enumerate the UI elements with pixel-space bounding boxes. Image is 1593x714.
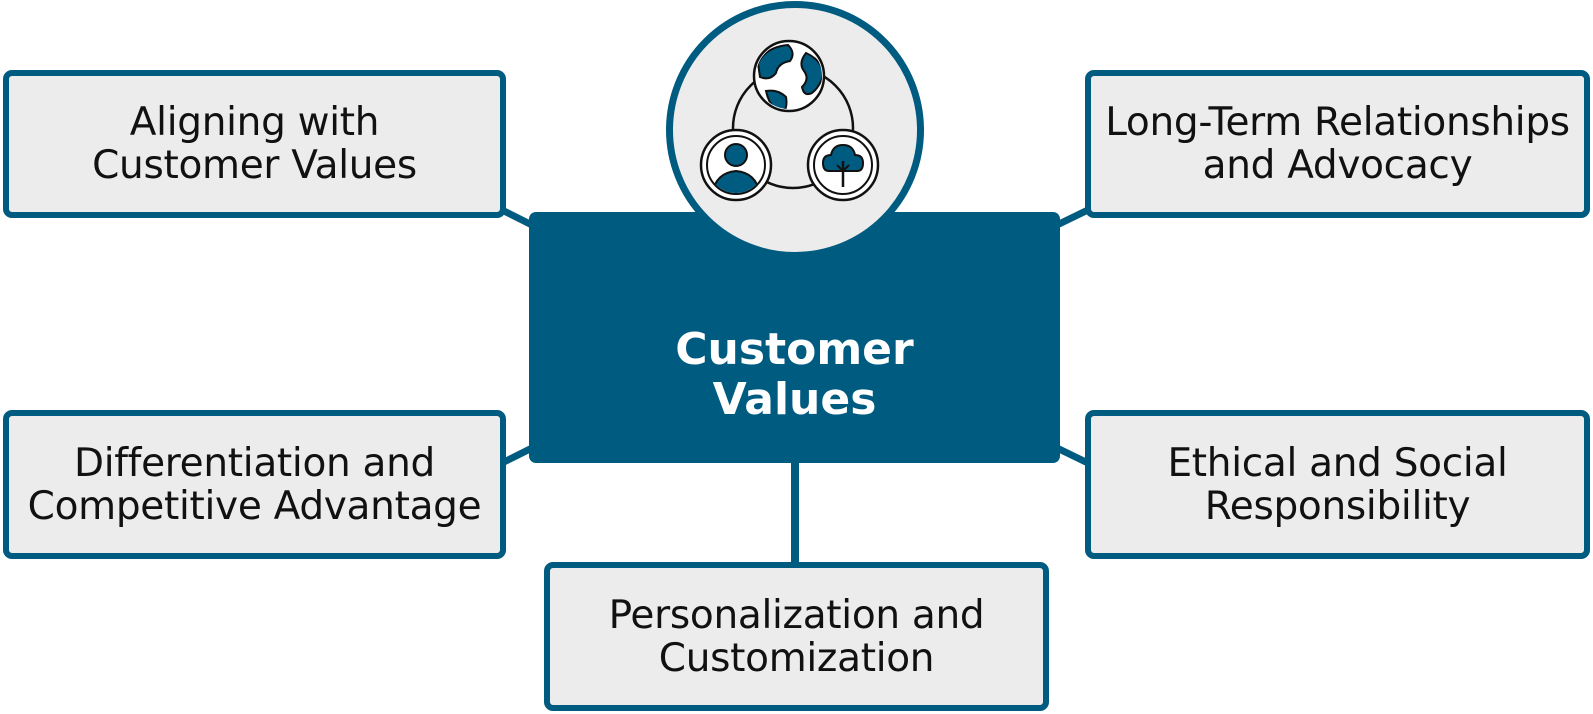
node-label-line2: and Advocacy xyxy=(1202,143,1473,188)
node-aligning-with-customer-values: Aligning with Customer Values xyxy=(3,70,506,218)
node-label-line2: Competitive Advantage xyxy=(27,483,482,529)
node-label-line1: Ethical and Social xyxy=(1167,440,1508,486)
node-label-line1: Long-Term Relationships xyxy=(1105,100,1570,145)
node-label-line1: Personalization and xyxy=(608,592,985,638)
node-label-line1: Differentiation and xyxy=(73,440,435,486)
connected-people-globe-idea-icon xyxy=(699,39,880,202)
node-long-term-relationships: Long-Term Relationships and Advocacy xyxy=(1085,70,1590,218)
center-icon-badge xyxy=(666,1,924,259)
node-label-line2: Responsibility xyxy=(1204,483,1471,529)
node-differentiation: Differentiation and Competitive Advantag… xyxy=(3,410,506,559)
node-label-line2: Customization xyxy=(658,635,935,681)
node-personalization: Personalization and Customization xyxy=(544,562,1049,711)
node-label-line1: Aligning with xyxy=(129,100,380,145)
node-ethical-social-responsibility: Ethical and Social Responsibility xyxy=(1085,410,1590,559)
center-title-line2: Values xyxy=(712,374,877,425)
center-title-line1: Customer xyxy=(675,324,914,375)
node-label-line2: Customer Values xyxy=(92,143,417,188)
